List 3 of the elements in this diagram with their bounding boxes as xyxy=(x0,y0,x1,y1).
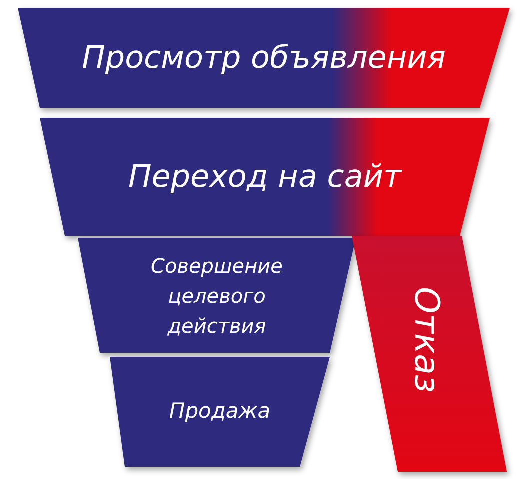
tier-label: Продажа xyxy=(169,398,271,426)
tier-label: Совершение целевого действия xyxy=(150,252,284,340)
tier-label: Отказ xyxy=(406,286,448,394)
